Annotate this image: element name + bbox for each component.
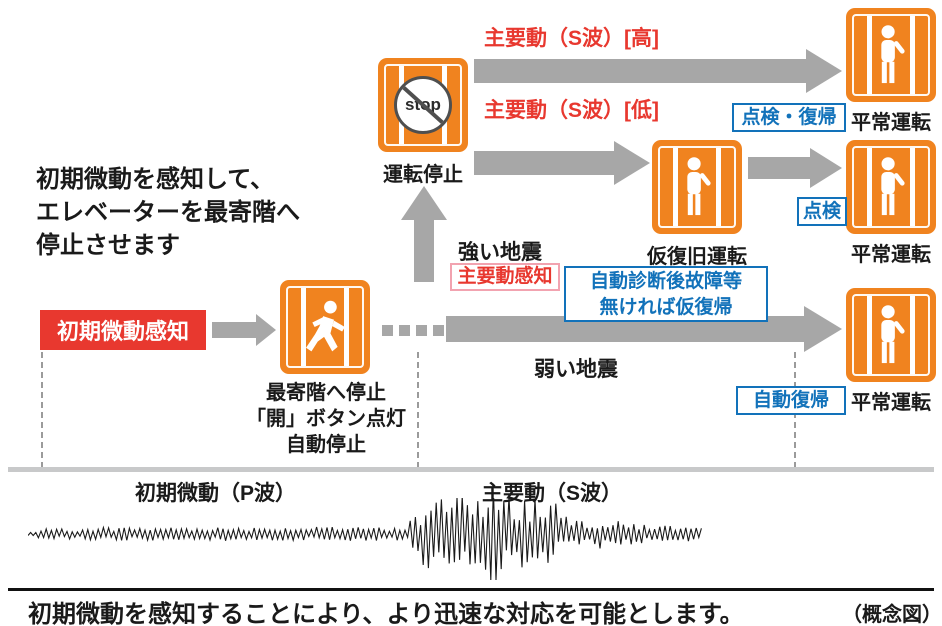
temp-recovery-label: 仮復旧運転 bbox=[647, 246, 747, 268]
arrow-swave-high bbox=[474, 49, 842, 93]
dotted-line-segment bbox=[433, 325, 444, 336]
arrow-strong-quake-up bbox=[401, 186, 447, 282]
intro-line-2: エレベーターを最寄階へ bbox=[36, 199, 300, 226]
standing-person-icon bbox=[881, 157, 905, 216]
elevator-normal-top-icon bbox=[846, 8, 936, 102]
arrow-detection bbox=[212, 314, 276, 346]
footer-caption: 初期微動を感知することにより、より迅速な対応を可能とします。 bbox=[28, 601, 744, 626]
intro-line-1: 初期微動を感知して、 bbox=[36, 166, 275, 193]
elevator-temp-recovery-icon bbox=[652, 140, 742, 234]
dotted-line-segment bbox=[382, 325, 393, 336]
arrow-swave-low bbox=[474, 141, 650, 185]
stopped-elevator-label: 運転停止 bbox=[383, 164, 463, 186]
dotted-line-segment bbox=[399, 325, 410, 336]
auto-diagnosis-box: 自動診断後故障等 無ければ仮復帰 bbox=[564, 266, 768, 322]
standing-person-icon bbox=[881, 305, 905, 364]
elevator-stopped-icon: stop bbox=[378, 58, 468, 152]
inspection-return-box: 点検・復帰 bbox=[732, 103, 846, 132]
initial-detection-box: 初期微動感知 bbox=[40, 310, 206, 350]
intro-line-3: 停止させます bbox=[36, 232, 180, 259]
pwave-label: 初期微動（P波） bbox=[134, 482, 296, 505]
swave-low-label: 主要動（S波）[低] bbox=[484, 99, 659, 122]
normal-bottom-label: 平常運転 bbox=[851, 392, 931, 414]
nearest-floor-line-3: 自動停止 bbox=[286, 434, 366, 456]
auto-return-box: 自動復帰 bbox=[736, 386, 846, 415]
dotted-line-segment bbox=[416, 325, 427, 336]
elevator-normal-bottom-icon bbox=[846, 288, 936, 382]
standing-person-icon bbox=[687, 157, 711, 216]
standing-person-icon bbox=[881, 25, 905, 84]
nearest-floor-label: 最寄階へ停止 「開」ボタン点灯 自動停止 bbox=[236, 380, 416, 458]
swave-label: 主要動（S波） bbox=[481, 482, 622, 505]
auto-diagnosis-line-2: 無ければ仮復帰 bbox=[599, 297, 733, 318]
stop-sign-icon: stop bbox=[394, 76, 452, 134]
normal-top-label: 平常運転 bbox=[851, 112, 931, 134]
auto-diagnosis-line-1: 自動診断後故障等 bbox=[589, 271, 742, 292]
arrow-inspection bbox=[748, 148, 842, 188]
elevator-nearest-floor-icon bbox=[280, 280, 370, 374]
waveform-divider bbox=[8, 467, 934, 472]
footer-note: （概念図） bbox=[842, 604, 942, 626]
nearest-floor-line-2: 「開」ボタン点灯 bbox=[246, 408, 406, 430]
footer-rule bbox=[8, 588, 934, 591]
inspection-box: 点検 bbox=[797, 197, 847, 226]
seismic-waveform bbox=[28, 498, 702, 581]
intro-text: 初期微動を感知して、 エレベーターを最寄階へ 停止させます bbox=[36, 163, 300, 262]
main-motion-detected-box: 主要動感知 bbox=[450, 263, 560, 291]
swave-high-label: 主要動（S波）[高] bbox=[484, 27, 659, 50]
dashed-guide-pwave bbox=[41, 352, 43, 468]
weak-quake-label: 弱い地震 bbox=[534, 358, 618, 381]
dashed-guide-swave bbox=[417, 352, 419, 468]
running-person-icon bbox=[306, 300, 345, 352]
strong-quake-label: 強い地震 bbox=[458, 241, 542, 264]
normal-mid-label: 平常運転 bbox=[851, 244, 931, 266]
elevator-normal-mid-icon bbox=[846, 140, 936, 234]
nearest-floor-line-1: 最寄階へ停止 bbox=[266, 382, 386, 404]
